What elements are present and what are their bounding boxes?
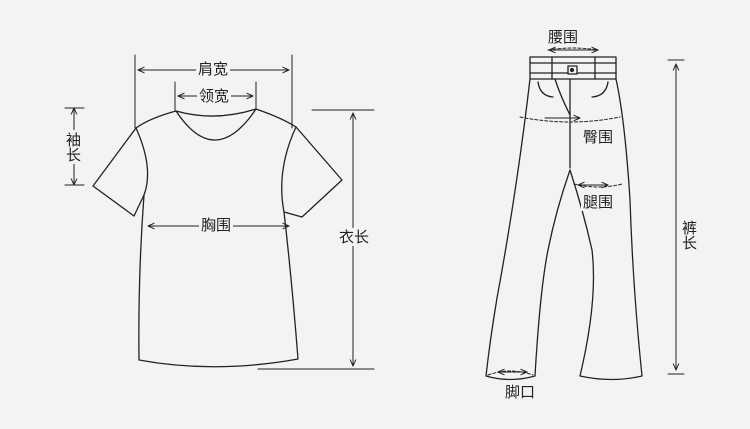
chest-label: 胸围 [199,216,234,234]
shoulder-width-label: 肩宽 [196,60,231,78]
thigh-label: 腿围 [581,193,616,211]
pants-length-label: 裤长 [680,218,698,252]
waist-label: 腰围 [546,28,581,46]
tshirt-outline [92,108,343,368]
hip-label: 臀围 [581,128,616,146]
pants-outline [485,56,643,381]
collar-width-label: 领宽 [197,87,232,105]
sleeve-length-label: 袖长 [64,130,82,164]
pants-measure-lines [487,48,685,376]
hem-label: 脚口 [503,383,538,401]
shirt-length-label: 衣长 [337,228,372,246]
